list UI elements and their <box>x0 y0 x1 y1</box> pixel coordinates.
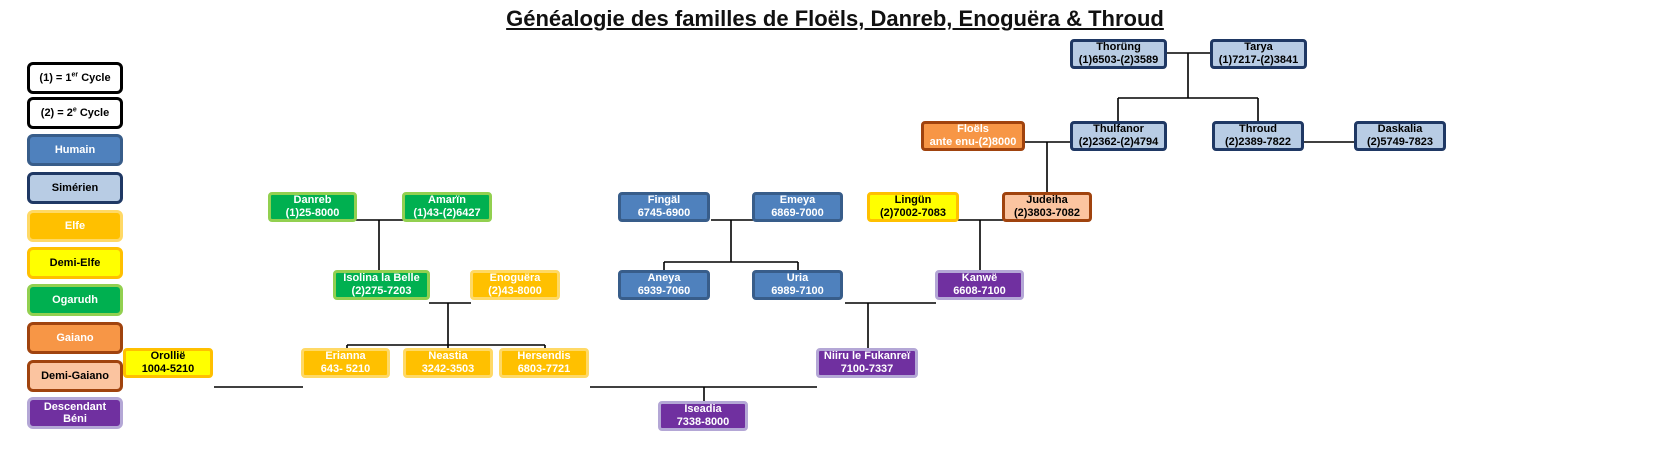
legend-humain: Humain <box>27 134 123 166</box>
person-thulfanor: Thulfanor (2)2362-(2)4794 <box>1070 121 1167 151</box>
person-thorung: Thorüng (1)6503-(2)3589 <box>1070 39 1167 69</box>
person-dates: (2)2362-(2)4794 <box>1078 136 1159 148</box>
legend-simerien: Simérien <box>27 172 123 204</box>
person-danreb: Danreb (1)25-8000 <box>268 192 357 222</box>
person-name: Enoguëra <box>489 272 541 284</box>
person-amarin: Amarïn (1)43-(2)6427 <box>402 192 492 222</box>
person-name: Tarya <box>1244 41 1273 53</box>
person-dates: (2)275-7203 <box>351 285 412 297</box>
person-dates: (1)25-8000 <box>285 207 340 219</box>
person-daskalia: Daskalia (2)5749-7823 <box>1354 121 1446 151</box>
person-name: Kanwë <box>961 272 998 284</box>
person-dates: 643- 5210 <box>320 363 371 375</box>
person-dates: (1)43-(2)6427 <box>413 207 481 219</box>
person-name: Orollië <box>150 350 186 362</box>
person-name: Aneya <box>647 272 681 284</box>
person-isolina: Isolina la Belle (2)275-7203 <box>333 270 430 300</box>
person-dates: (2)2389-7822 <box>1224 136 1292 148</box>
person-judeiha: Judeiha (2)3803-7082 <box>1002 192 1092 222</box>
person-niiru: Niiru le Fukanreï 7100-7337 <box>816 348 918 378</box>
person-dates: (1)7217-(2)3841 <box>1218 54 1299 66</box>
person-dates: 6939-7060 <box>637 285 691 297</box>
person-dates: 1004-5210 <box>141 363 195 375</box>
legend-elfe: Elfe <box>27 210 123 242</box>
person-name: Niiru le Fukanreï <box>823 350 911 362</box>
legend-gaiano: Gaiano <box>27 322 123 354</box>
person-dates: 6803-7721 <box>517 363 571 375</box>
person-name: Floëls <box>957 123 989 135</box>
person-emeya: Emeya 6869-7000 <box>752 192 843 222</box>
person-name: Iseadia <box>684 403 722 415</box>
person-name: Judeiha <box>1026 194 1068 206</box>
person-enoguera: Enoguëra (2)43-8000 <box>470 270 560 300</box>
person-name: Fingäl <box>647 194 681 206</box>
person-dates: (2)3803-7082 <box>1013 207 1081 219</box>
person-name: Uria <box>786 272 809 284</box>
person-name: Neastia <box>428 350 468 362</box>
person-hersendis: Hersendis 6803-7721 <box>499 348 589 378</box>
person-aneya: Aneya 6939-7060 <box>618 270 710 300</box>
person-dates: 7100-7337 <box>840 363 894 375</box>
person-name: Isolina la Belle <box>343 272 420 284</box>
legend-demi-elfe: Demi-Elfe <box>27 247 123 279</box>
person-name: Thulfanor <box>1093 123 1144 135</box>
person-name: Erianna <box>325 350 366 362</box>
person-orollie: Orollië 1004-5210 <box>123 348 213 378</box>
person-name: Danreb <box>293 194 332 206</box>
person-name: Lingün <box>894 194 932 206</box>
person-kanwe: Kanwë 6608-7100 <box>935 270 1024 300</box>
person-dates: 6869-7000 <box>771 207 824 219</box>
person-erianna: Erianna 643- 5210 <box>301 348 390 378</box>
person-iseadia: Iseadia 7338-8000 <box>658 401 748 431</box>
page-title: Généalogie des familles de Floëls, Danre… <box>506 6 1164 31</box>
person-throud: Throud (2)2389-7822 <box>1212 121 1304 151</box>
person-lingun: Lingün (2)7002-7083 <box>867 192 959 222</box>
person-dates: 6989-7100 <box>771 285 824 297</box>
person-dates: 6745-6900 <box>637 207 691 219</box>
person-dates: (2)43-8000 <box>488 285 542 297</box>
person-name: Throud <box>1239 123 1277 135</box>
person-name: Amarïn <box>428 194 466 206</box>
person-name: Daskalia <box>1377 123 1423 135</box>
person-floels: Floëls ante enu-(2)8000 <box>921 121 1025 151</box>
person-dates: 3242-3503 <box>421 363 475 375</box>
person-uria: Uria 6989-7100 <box>752 270 843 300</box>
person-dates: (2)5749-7823 <box>1366 136 1434 148</box>
legend-cycle-2: (2) = 2e Cycle <box>27 97 123 129</box>
person-dates: (1)6503-(2)3589 <box>1078 54 1159 66</box>
legend-descendant-beni: Descendant Béni <box>27 397 123 429</box>
person-dates: (2)7002-7083 <box>879 207 947 219</box>
person-fingal: Fingäl 6745-6900 <box>618 192 710 222</box>
person-dates: 6608-7100 <box>953 285 1006 297</box>
person-dates: ante enu-(2)8000 <box>929 136 1017 148</box>
person-tarya: Tarya (1)7217-(2)3841 <box>1210 39 1307 69</box>
person-name: Emeya <box>779 194 816 206</box>
legend-demi-gaiano: Demi-Gaiano <box>27 360 123 392</box>
person-name: Thorüng <box>1096 41 1141 53</box>
legend-cycle-1: (1) = 1er Cycle <box>27 62 123 94</box>
person-name: Hersendis <box>517 350 571 362</box>
legend-ogarudh: Ogarudh <box>27 284 123 316</box>
person-neastia: Neastia 3242-3503 <box>403 348 493 378</box>
person-dates: 7338-8000 <box>676 416 730 428</box>
